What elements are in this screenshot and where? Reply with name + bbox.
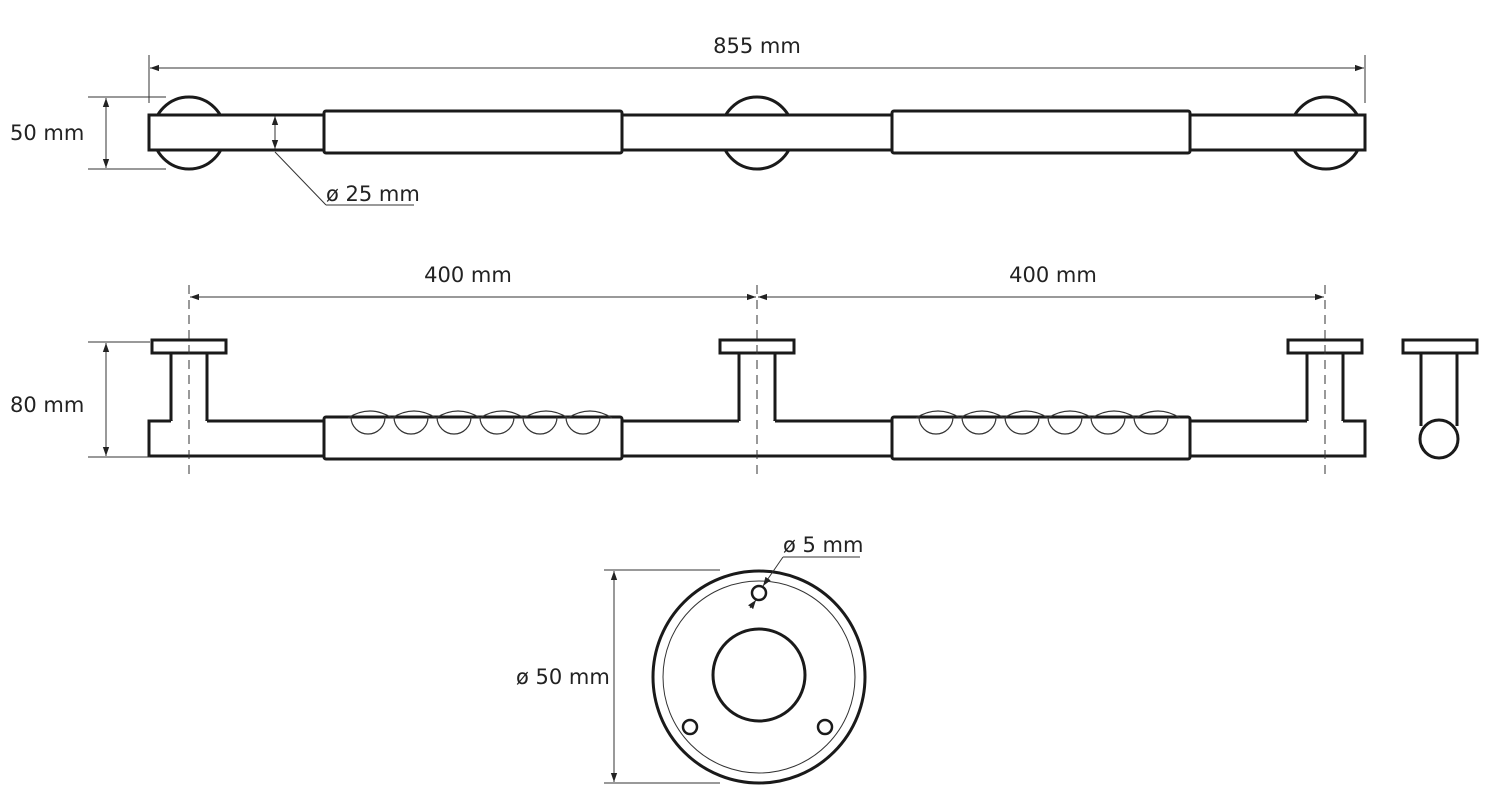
dim-total-length-label: 855 mm (713, 34, 801, 58)
flange-screw-hole-left (681, 718, 699, 736)
dim-hole-leader-in (748, 599, 757, 610)
dim-spacing-right-label: 400 mm (1009, 263, 1097, 287)
flange-view: ø 5 mm ø 50 mm (516, 533, 867, 785)
front-grip-left (322, 415, 624, 461)
top-view: 855 mm 50 mm ø 25 mm (10, 34, 1367, 206)
top-grip-left (322, 109, 624, 155)
front-grip-right (890, 415, 1192, 461)
dim-hole-leader-out (762, 556, 784, 587)
flange-inner-ring (662, 580, 856, 774)
dim-tube-diameter-label: ø 25 mm (326, 182, 420, 206)
top-grip-right (890, 109, 1192, 155)
flange-screw-hole-right (816, 718, 834, 736)
grip-right-texture (915, 410, 1181, 435)
dim-hole-diameter-label: ø 5 mm (783, 533, 863, 557)
side-tube-shadow (1421, 444, 1459, 459)
flange-center-hole (711, 627, 807, 723)
side-flange (1401, 338, 1479, 355)
front-view: 400 mm 400 mm 80 mm (10, 263, 1367, 480)
side-view (1401, 338, 1479, 460)
flange-screw-hole-top (750, 584, 768, 602)
grip-left-texture (347, 410, 613, 435)
dim-spacing-left-label: 400 mm (424, 263, 512, 287)
dim-flange-diameter-label: ø 50 mm (516, 665, 610, 689)
dim-depth-label: 50 mm (10, 121, 84, 145)
dim-height-label: 80 mm (10, 393, 84, 417)
dim-tube-leader (274, 151, 327, 206)
